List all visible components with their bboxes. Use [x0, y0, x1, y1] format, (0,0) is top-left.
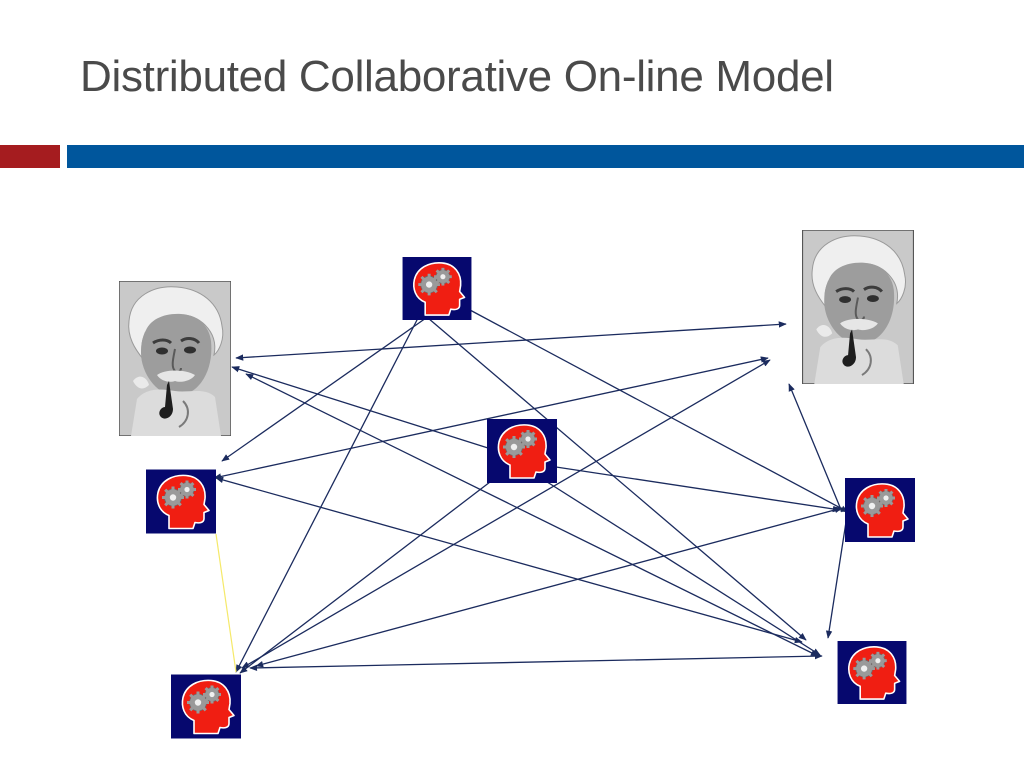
- slide-title: Distributed Collaborative On-line Model: [80, 52, 834, 101]
- link-head-right-to-head-bottom-right: [825, 521, 847, 639]
- link-portrait-right-to-head-right: [788, 383, 843, 513]
- link-head-bottom-left-to-head-bottom-right: [249, 652, 823, 672]
- link-head-center-to-head-right: [555, 466, 841, 513]
- links-layer: [213, 309, 849, 674]
- link-head-left-to-head-bottom-left: [215, 533, 237, 673]
- accent-bar-red: [0, 145, 60, 168]
- portrait-left-einstein-portrait: [119, 281, 231, 436]
- link-head-bottom-left-to-portrait-right: [241, 359, 771, 669]
- link-portrait-left-to-head-bottom-right: [245, 373, 819, 657]
- head-left-head-gears-icon: [146, 469, 216, 534]
- head-right-head-gears-icon: [845, 478, 915, 542]
- link-head-top-to-head-left: [221, 317, 427, 462]
- link-portrait-left-to-portrait-right: [235, 321, 787, 361]
- head-center-head-gears-icon: [487, 419, 557, 483]
- accent-bar-blue: [67, 145, 1024, 168]
- head-bottom-left-head-gears-icon: [171, 674, 241, 739]
- portrait-right-einstein-portrait: [802, 230, 914, 384]
- link-head-left-to-head-bottom-right: [215, 476, 803, 644]
- head-top-head-gears-icon: [402, 257, 472, 320]
- link-head-bottom-left-to-head-right: [255, 506, 843, 668]
- link-head-center-to-head-bottom-left: [239, 481, 491, 674]
- head-bottom-right-head-gears-icon: [837, 641, 907, 704]
- link-head-center-to-head-bottom-right: [543, 479, 821, 656]
- link-portrait-left-to-head-center: [231, 366, 489, 449]
- link-head-top-to-head-bottom-right: [427, 317, 807, 641]
